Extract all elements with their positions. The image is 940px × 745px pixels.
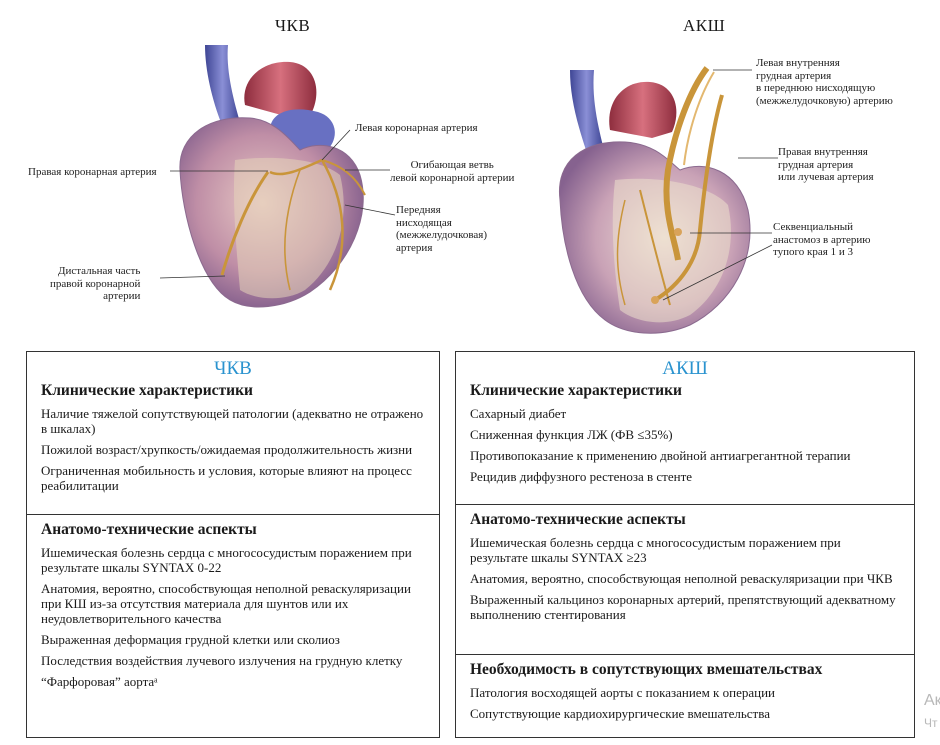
anastomosis-site <box>674 228 682 236</box>
label-lima: Левая внутренняя грудная артерия в перед… <box>756 57 893 107</box>
aorta <box>244 61 317 118</box>
list-item: Анатомия, вероятно, способствующая непол… <box>41 581 411 626</box>
pci-figure-title: ЧКВ <box>275 16 311 35</box>
cabg-clinical-section: АКШ Клинические характеристики Сахарный … <box>456 352 914 505</box>
cabg-anatomic-section: Анатомо-технические аспекты Ишемическая … <box>456 505 914 655</box>
cabg-leader-lines <box>662 69 778 301</box>
label-right-coronary-artery: Правая коронарная артерия <box>28 166 157 178</box>
lad-vessel <box>320 159 344 291</box>
list-item: Выраженный кальциноз коронарных артерий,… <box>470 592 896 622</box>
label-distal-rca: Дистальная часть правой коронарной артер… <box>50 265 141 302</box>
watermark-line1: Ак <box>924 692 940 709</box>
pci-heart-drawing <box>179 45 366 308</box>
list-item: Рецидив диффузного рестеноза в стенте <box>470 469 693 484</box>
branch-vessel <box>284 169 301 291</box>
label-lad-artery: Передняя нисходящая (межжелудочковая) ар… <box>396 204 488 254</box>
rima-graft <box>653 94 724 302</box>
aorta <box>609 81 677 138</box>
label-circumflex-branch: Огибающая ветвь левой коронарной артерии <box>390 159 515 184</box>
cabg-anatomic-header: Анатомо-технические аспекты <box>470 511 686 528</box>
list-item: Ограниченная мобильность и условия, кото… <box>41 463 412 493</box>
list-item: Ишемическая болезнь сердца с многососуди… <box>470 535 841 565</box>
list-item: Сахарный диабет <box>470 406 567 421</box>
list-item: Сниженная функция ЛЖ (ФВ ≤35%) <box>470 427 673 442</box>
ventricle-surface <box>233 157 344 299</box>
pci-anatomic-header: Анатомо-технические аспекты <box>41 521 257 538</box>
lima-graft <box>663 66 710 261</box>
svc-vein <box>570 70 603 150</box>
label-sequential-anastomosis: Секвенциальный анастомоз в артерию тупог… <box>773 221 871 258</box>
anastomosis-site <box>651 296 659 304</box>
cabg-heart-drawing <box>558 66 751 334</box>
pci-anatomic-section: Анатомо-технические аспекты Ишемическая … <box>27 515 439 701</box>
cabg-criteria-box: АКШ Клинические характеристики Сахарный … <box>455 351 915 738</box>
pci-box-title: ЧКВ <box>214 358 252 379</box>
cabg-figure-title: АКШ <box>683 16 726 35</box>
heart-illustrations <box>159 45 778 334</box>
rca-vessel <box>220 171 270 276</box>
list-item: Пожилой возраст/хрупкость/ожидаемая прод… <box>41 442 413 457</box>
list-item: Противопоказание к применению двойной ан… <box>470 448 851 463</box>
list-item: Сопутствующие кардиохирургические вмешат… <box>470 706 770 721</box>
list-item: Последствия воздействия лучевого излучен… <box>41 653 403 668</box>
cabg-concomitant-section: Необходимость в сопутствующих вмешательс… <box>456 655 914 733</box>
list-item: “Фарфоровая” аортаᵃ <box>41 674 158 689</box>
native-artery <box>616 199 626 306</box>
watermark-line2: Чт <box>924 716 938 730</box>
list-item: Выраженная деформация грудной клетки или… <box>41 632 340 647</box>
native-artery <box>639 189 671 306</box>
pci-clinical-section: ЧКВ Клинические характеристики Наличие т… <box>27 352 439 515</box>
cabg-clinical-header: Клинические характеристики <box>470 382 682 399</box>
list-item: Патология восходящей аорты с показанием … <box>470 685 775 700</box>
cabg-concomitant-header: Необходимость в сопутствующих вмешательс… <box>470 661 823 678</box>
lca-vessel <box>269 158 323 176</box>
pci-leader-lines <box>159 129 396 279</box>
pci-clinical-header: Клинические характеристики <box>41 382 253 399</box>
svc-vein <box>205 45 240 125</box>
cabg-box-title: АКШ <box>662 358 708 379</box>
label-rima: Правая внутренняя грудная артерия или лу… <box>778 146 874 183</box>
list-item: Наличие тяжелой сопутствующей патологии … <box>41 406 424 436</box>
label-left-coronary-artery: Левая коронарная артерия <box>355 122 478 134</box>
pci-criteria-box: ЧКВ Клинические характеристики Наличие т… <box>26 351 440 738</box>
circumflex-vessel <box>321 159 366 196</box>
lima-graft-highlight <box>683 71 715 166</box>
list-item: Ишемическая болезнь сердца с многососуди… <box>41 545 412 575</box>
list-item: Анатомия, вероятно, способствующая непол… <box>470 571 893 586</box>
